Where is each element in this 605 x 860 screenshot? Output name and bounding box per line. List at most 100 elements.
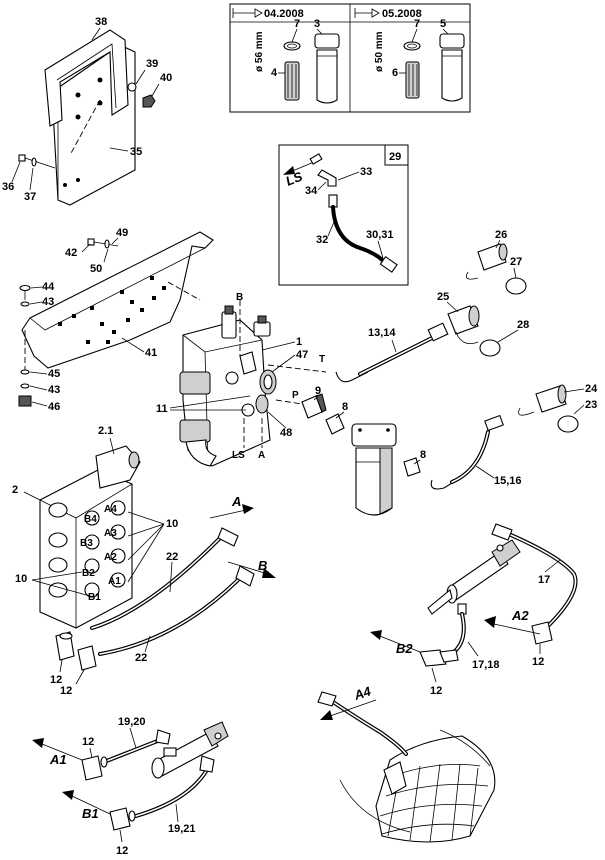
direction-label-a: A xyxy=(231,494,241,509)
control-valve xyxy=(179,305,277,467)
label-12-a1: 12 xyxy=(82,736,94,748)
direction-arrow-ls: LS xyxy=(283,161,315,189)
label-8-top: 8 xyxy=(342,401,348,413)
label-12-b2: 12 xyxy=(430,685,442,697)
label-12-b: 12 xyxy=(60,685,72,697)
quick-coupler-24 xyxy=(535,384,567,413)
label-6: 6 xyxy=(392,67,398,79)
label-22-bottom: 22 xyxy=(135,652,147,664)
label-3: 3 xyxy=(314,18,320,30)
label-11: 11 xyxy=(156,403,168,415)
quick-coupler-26 xyxy=(465,243,508,280)
label-15-16: 15,16 xyxy=(494,475,522,487)
label-37: 37 xyxy=(24,191,36,203)
label-23: 23 xyxy=(585,399,597,411)
port-label-t: T xyxy=(319,354,325,365)
filter-housing-icon xyxy=(439,33,465,102)
label-19-20: 19,20 xyxy=(118,716,146,728)
filter-diameter-right: ø 50 mm xyxy=(374,31,385,72)
direction-label-a1: A1 xyxy=(49,752,67,767)
label-22-top: 22 xyxy=(166,551,178,563)
port-label-b1: B1 xyxy=(88,592,101,603)
port-label-a4: A4 xyxy=(104,504,117,515)
direction-arrow-b1: B1 xyxy=(62,790,111,821)
dust-cap-23 xyxy=(518,407,579,433)
label-35: 35 xyxy=(130,146,142,158)
filter-left-set: ø 56 mm 7 3 4 xyxy=(254,18,340,104)
label-10-left: 10 xyxy=(15,573,27,585)
filter-housing-icon xyxy=(314,33,340,104)
direction-arrow-a1: A1 xyxy=(32,738,83,767)
washer-icon xyxy=(127,82,137,92)
plate-holes xyxy=(58,276,166,344)
port-label-a1: A1 xyxy=(108,576,121,587)
label-7-right: 7 xyxy=(414,18,420,30)
direction-label-b1: B1 xyxy=(82,806,99,821)
label-10-right: 10 xyxy=(166,518,178,530)
label-50: 50 xyxy=(90,263,102,275)
date-after-arrow-icon xyxy=(354,8,380,18)
elbow-fitting-icon xyxy=(419,649,459,667)
filter-inset: 04.2008 05.2008 ø 56 mm 7 3 4 xyxy=(229,3,471,113)
inset-box-number: 29 xyxy=(389,151,401,163)
direction-label-b2: B2 xyxy=(396,641,413,656)
date-before-arrow-icon xyxy=(232,8,263,18)
label-12-a: 12 xyxy=(50,674,62,686)
solenoid-icon xyxy=(221,311,237,339)
hose-17 xyxy=(491,523,578,628)
label-28: 28 xyxy=(517,319,529,331)
label-27: 27 xyxy=(510,256,522,268)
ls-hose-icon xyxy=(328,194,398,273)
nut-icon xyxy=(142,94,156,108)
label-39: 39 xyxy=(146,58,158,70)
quick-coupler-25 xyxy=(447,305,480,345)
pressure-hose xyxy=(430,414,504,490)
hose-22-b xyxy=(98,565,255,656)
hose-19-21 xyxy=(134,755,215,818)
label-49: 49 xyxy=(116,227,128,239)
filter-diameter-left: ø 56 mm xyxy=(254,31,265,72)
label-2-1: 2.1 xyxy=(98,425,113,437)
label-42: 42 xyxy=(65,247,77,259)
label-12-right: 12 xyxy=(532,656,544,668)
label-45: 45 xyxy=(48,368,60,380)
direction-label-a2: A2 xyxy=(511,608,529,623)
port-label-a: A xyxy=(258,450,265,461)
port-label-ls: LS xyxy=(232,450,245,461)
plate-stud-icon xyxy=(18,284,32,407)
port-label-a3: A3 xyxy=(104,528,117,539)
label-43-bottom: 43 xyxy=(48,384,60,396)
mounting-plate: 42 49 50 44 43 41 45 43 46 xyxy=(18,227,214,413)
label-26: 26 xyxy=(495,229,507,241)
direction-label-b: B xyxy=(258,558,267,573)
label-1: 1 xyxy=(296,336,302,348)
adapter-fitting xyxy=(325,413,345,435)
label-32: 32 xyxy=(316,234,328,246)
direction-arrow-a4: A4 xyxy=(320,683,377,720)
label-34: 34 xyxy=(305,185,318,197)
label-4: 4 xyxy=(271,67,278,79)
port-label-b: B xyxy=(236,292,243,303)
filter-date-left: 04.2008 xyxy=(264,8,304,20)
label-44: 44 xyxy=(42,281,55,293)
label-36: 36 xyxy=(2,181,14,193)
elbow-fitting-icon xyxy=(55,631,75,661)
direction-arrow-b: B xyxy=(227,558,276,578)
label-8-right: 8 xyxy=(420,449,426,461)
port-label-b2: B2 xyxy=(82,568,95,579)
label-17: 17 xyxy=(538,574,550,586)
support-bracket: 38 39 40 35 36 37 xyxy=(2,16,172,206)
ls-line-inset: 29 LS 33 34 32 30,31 xyxy=(278,144,409,286)
filter-date-right: 05.2008 xyxy=(382,8,422,20)
dust-cap-27 xyxy=(505,277,527,295)
port-label-b4: B4 xyxy=(84,514,97,525)
label-43-top: 43 xyxy=(42,296,54,308)
direction-arrow-a: A xyxy=(209,494,254,519)
hose-19-20 xyxy=(102,729,171,764)
elbow-fitting-icon xyxy=(77,645,97,671)
direction-label-a4: A4 xyxy=(351,683,373,703)
port-label-b3: B3 xyxy=(80,538,93,549)
label-17-18: 17,18 xyxy=(472,659,500,671)
label-7-left: 7 xyxy=(294,18,300,30)
